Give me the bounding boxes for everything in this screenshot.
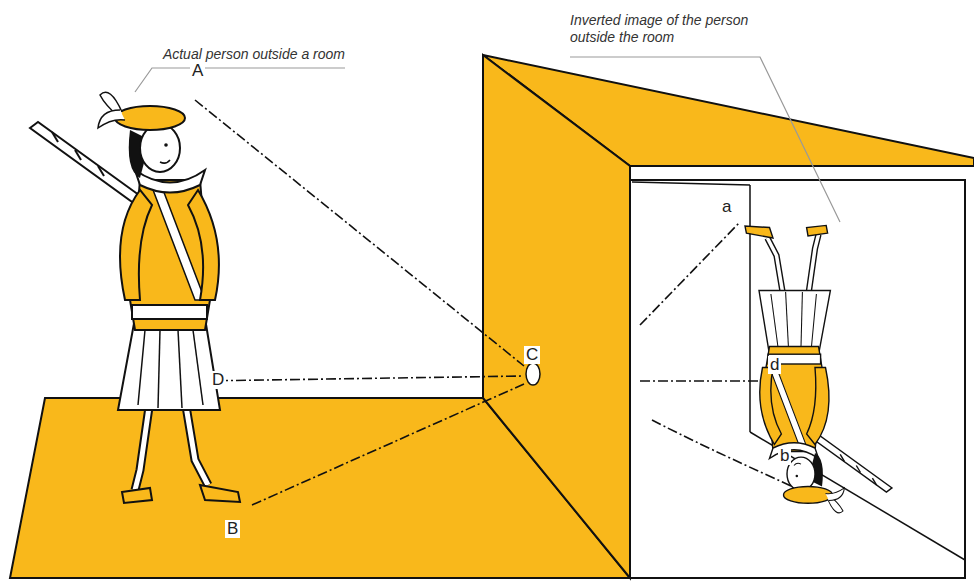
point-letter: C [524, 346, 540, 364]
point-letter: b [778, 447, 791, 465]
callout-note: Actual person outside a room [150, 46, 345, 63]
point-letter: B [225, 520, 240, 538]
point-letter: a [720, 198, 733, 216]
point-letter: D [210, 371, 226, 389]
point-letter: d [768, 356, 781, 374]
point-letter: A [190, 62, 205, 80]
callout-note: Inverted image of the person outside the… [570, 12, 770, 46]
